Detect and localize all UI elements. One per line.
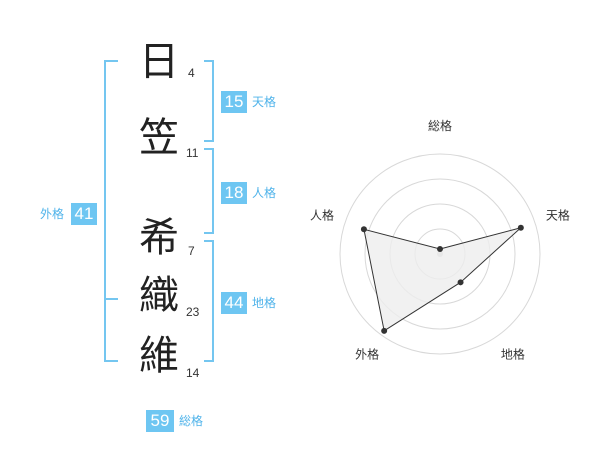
soukaku-label: 総格 — [179, 414, 204, 428]
name-char-3: 希 — [139, 215, 179, 261]
name-char-4: 織 — [139, 273, 179, 319]
name-char-5: 維 — [139, 333, 179, 379]
gaikaku-value-badge: 41 — [71, 203, 97, 225]
stroke-count-1: 4 — [188, 66, 195, 80]
radar-point-3 — [457, 279, 464, 286]
radar-ring-3 — [364, 178, 516, 330]
tenkaku-value-badge: 15 — [221, 91, 247, 113]
tenkaku-label: 天格 — [252, 95, 277, 109]
radar-point-2 — [517, 224, 524, 231]
tenkaku-bracket — [204, 60, 214, 142]
chikaku-value-badge: 44 — [221, 292, 247, 314]
radar-ring-4 — [339, 153, 541, 355]
jinkaku-label: 人格 — [252, 186, 277, 200]
radar-axis-label-3: 地格 — [501, 346, 525, 361]
chikaku-label: 地格 — [252, 296, 277, 310]
gaikaku-label: 外格 — [40, 207, 65, 221]
jinkaku-value-badge: 18 — [221, 182, 247, 204]
soukaku-value-badge: 59 — [146, 410, 174, 432]
stroke-count-5: 14 — [186, 366, 200, 380]
name-char-1: 日 — [139, 39, 179, 85]
name-char-2: 笠 — [139, 115, 179, 161]
radar-point-4 — [381, 327, 388, 334]
radar-axis-label-4: 外格 — [355, 346, 379, 361]
stroke-count-2: 11 — [186, 146, 199, 160]
radar-axis-label-2: 天格 — [546, 208, 570, 223]
jinkaku-bracket — [204, 148, 214, 234]
radar-point-5 — [360, 226, 367, 233]
gaikaku-bracket — [104, 60, 118, 362]
radar-value-polygon — [363, 227, 522, 332]
chikaku-bracket — [204, 240, 214, 362]
radar-axis-label-1: 総格 — [428, 118, 452, 133]
stroke-count-3: 7 — [188, 244, 195, 258]
radar-axis-label-5: 人格 — [310, 208, 334, 223]
stroke-count-4: 23 — [186, 305, 200, 319]
gaikaku-bracket-divider — [104, 298, 118, 300]
radar-point-1 — [437, 246, 443, 252]
